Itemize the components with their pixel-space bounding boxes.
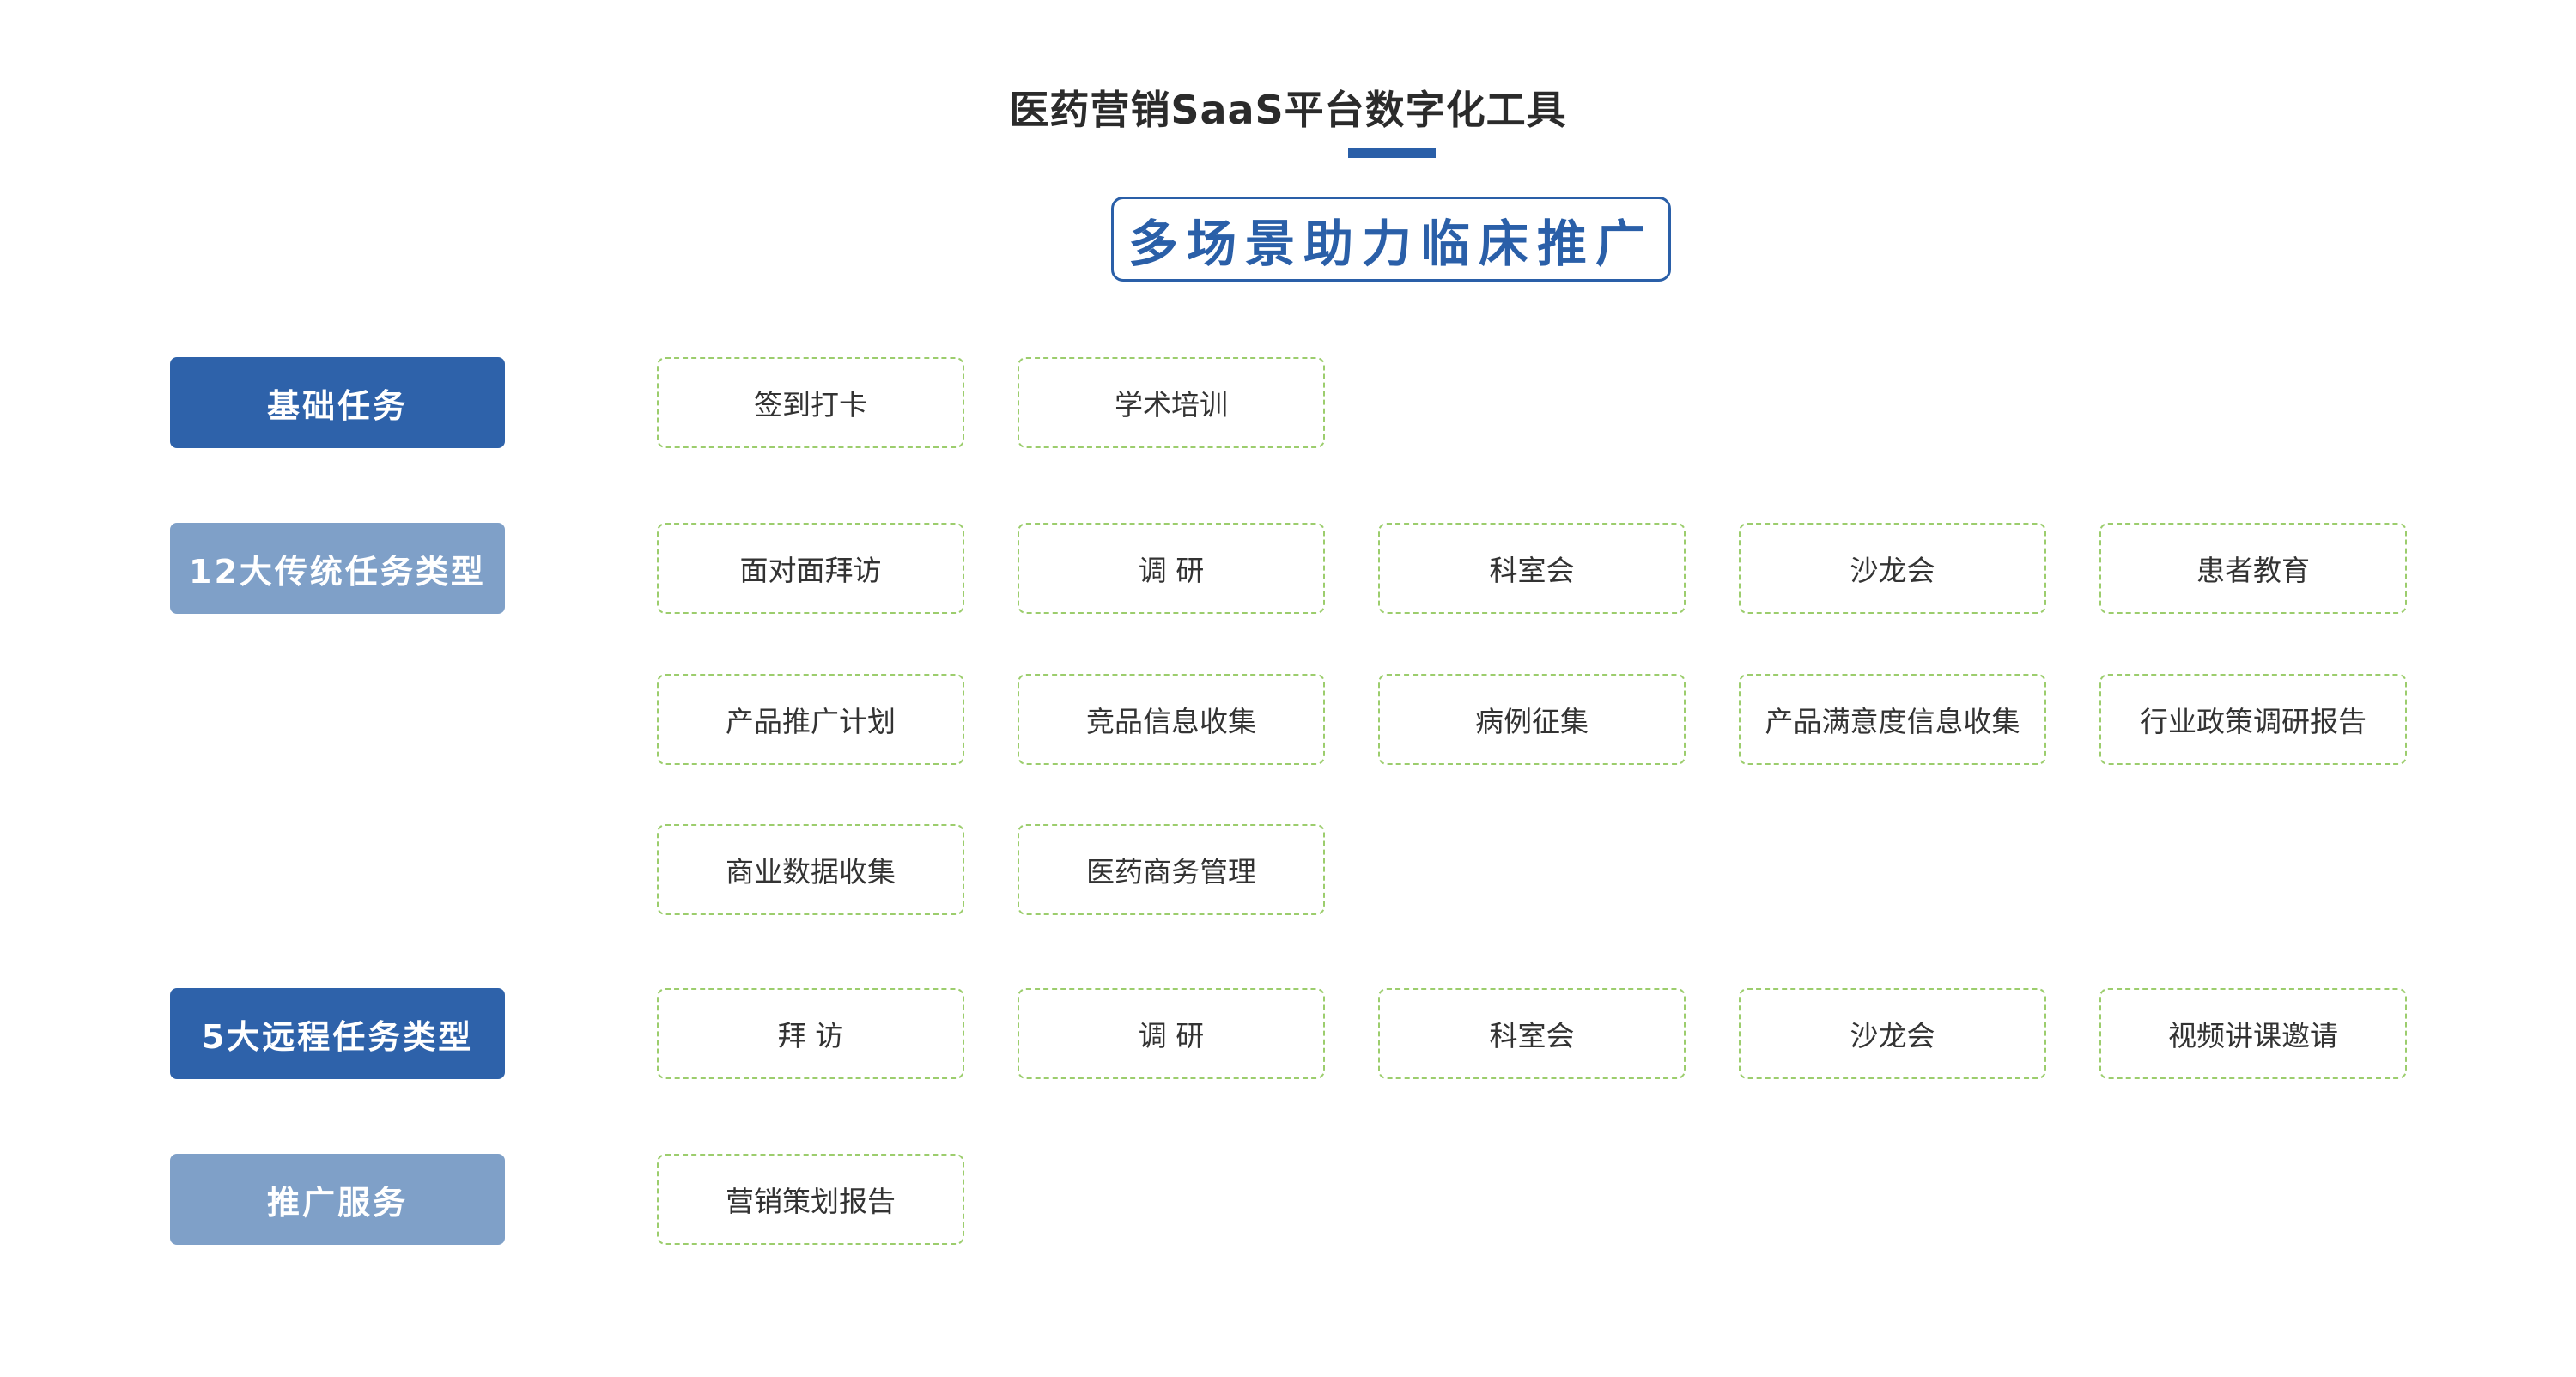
task-tag: 病例征集 (1378, 674, 1686, 765)
category-traditional: 12大传统任务类型 (170, 523, 505, 614)
task-tag: 签到打卡 (657, 357, 964, 448)
page-title: 医药营销SaaS平台数字化工具 (1009, 87, 1567, 133)
task-tag: 调 研 (1018, 523, 1325, 614)
task-tag: 营销策划报告 (657, 1154, 964, 1245)
category-basic: 基础任务 (170, 357, 505, 448)
task-tag: 商业数据收集 (657, 824, 964, 915)
task-tag: 沙龙会 (1739, 988, 2046, 1079)
task-tag: 学术培训 (1018, 357, 1325, 448)
subtitle-banner: 多场景助力临床推广 (1111, 197, 1671, 282)
task-tag: 拜 访 (657, 988, 964, 1079)
task-tag: 行业政策调研报告 (2099, 674, 2407, 765)
category-remote: 5大远程任务类型 (170, 988, 505, 1079)
task-tag: 面对面拜访 (657, 523, 964, 614)
task-tag: 视频讲课邀请 (2099, 988, 2407, 1079)
title-underline (1348, 148, 1436, 158)
task-tag: 科室会 (1378, 988, 1686, 1079)
task-tag: 调 研 (1018, 988, 1325, 1079)
task-tag: 沙龙会 (1739, 523, 2046, 614)
task-tag: 产品推广计划 (657, 674, 964, 765)
task-tag: 科室会 (1378, 523, 1686, 614)
task-tag: 医药商务管理 (1018, 824, 1325, 915)
category-promotion: 推广服务 (170, 1154, 505, 1245)
task-tag: 产品满意度信息收集 (1739, 674, 2046, 765)
task-tag: 竞品信息收集 (1018, 674, 1325, 765)
task-tag: 患者教育 (2099, 523, 2407, 614)
